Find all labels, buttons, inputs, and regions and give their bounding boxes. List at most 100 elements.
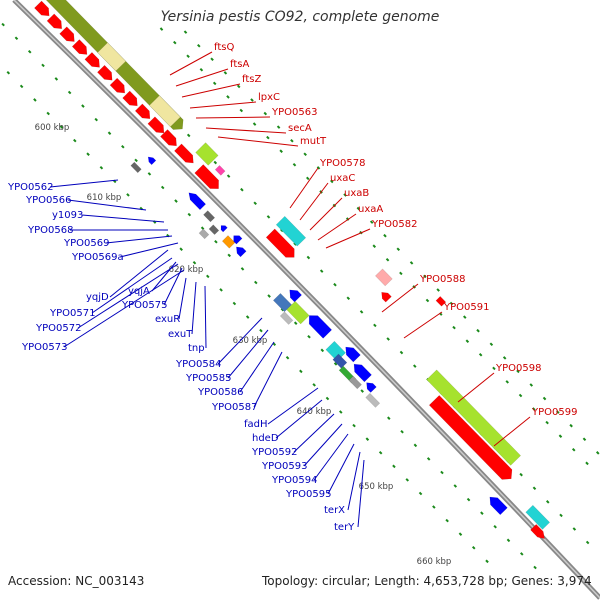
gene-label: YPO0584 [175,359,221,370]
gene-feature [97,64,113,81]
tick-mark [426,457,431,461]
gene-label: YPO0586 [197,387,243,398]
gene-label: lpxC [258,92,280,103]
tick-mark [199,68,204,72]
tick-mark [27,50,32,54]
gene-feature [34,0,50,17]
tick-mark [212,81,217,86]
gene-label: YPO0599 [531,407,577,418]
gene-label: uxaB [344,188,369,199]
tick-mark [392,464,396,469]
kbp-label: 600 kbp [35,123,70,133]
tick-mark [359,310,364,314]
leader-line [403,311,443,339]
tick-mark [556,410,560,414]
gene-label: YPO0578 [319,158,365,169]
gene-feature [160,129,177,147]
leader-line [293,413,335,453]
tick-mark [236,84,241,89]
leader-line [289,167,319,209]
leader-line [204,285,207,349]
tick-mark [179,247,183,251]
gene-feature [84,52,100,68]
tick-mark [386,337,390,341]
tick-mark [440,470,444,475]
gene-label: YPO0569 [63,238,109,249]
tick-mark [346,296,351,301]
gene-label: ftsA [230,59,249,70]
tick-mark [425,298,430,303]
tick-mark [19,84,24,89]
tick-mark [232,301,237,306]
tick-mark [254,280,258,285]
kbp-label: 610 kbp [87,193,122,203]
gene-feature [188,192,207,211]
tick-mark [319,269,324,273]
tick-mark [466,497,471,502]
gene-label: YPO0588 [419,274,465,285]
tick-mark [418,491,423,496]
gene-feature [174,143,194,164]
tick-mark [99,166,104,170]
tick-mark [292,163,297,167]
tick-mark [330,179,334,184]
gene-feature [59,26,75,42]
gene-label: yqjD [86,292,109,303]
gene-label: YPO0563 [271,107,317,118]
gene-feature [122,90,138,107]
tick-mark [352,423,356,428]
leader-line [217,317,263,365]
tick-mark [46,111,50,116]
gene-feature [208,224,220,236]
tick-mark [480,511,484,515]
tick-mark [372,244,377,248]
tick-mark [320,348,325,353]
map-title: Yersinia pestis CO92, complete genome [160,9,440,25]
tick-mark [449,301,454,306]
tick-mark [432,505,436,509]
tick-mark [160,185,165,190]
gene-feature [221,235,236,249]
tick-mark [307,334,311,339]
tick-mark [223,71,228,75]
gene-label: ftsQ [214,42,234,53]
tick-mark [520,552,524,556]
gene-feature [198,228,210,240]
tick-mark [290,138,294,143]
tick-mark [506,538,511,543]
gene-label: exuR [155,314,180,325]
tick-mark [413,443,418,448]
leader-line [299,182,329,221]
tick-mark [210,57,214,62]
kbp-label: 650 kbp [359,482,394,492]
tick-mark [396,247,401,252]
leader-line [91,257,173,314]
gene-label: ftsZ [242,74,261,85]
tick-mark [240,187,244,192]
gene-feature [366,382,377,393]
tick-mark [159,27,164,31]
tick-mark [445,518,449,523]
tick-mark [559,513,563,518]
leader-line [81,214,165,223]
gene-label: YPO0582 [371,219,417,230]
tick-mark [107,131,112,135]
tick-mark [333,362,338,366]
gene-feature [308,315,333,339]
tick-mark [463,315,467,319]
tick-mark [453,484,458,488]
gene-label: YPO0575 [121,300,167,311]
leader-line [493,416,531,447]
tick-mark [173,40,177,45]
leader-line [217,136,299,147]
gene-label: y1093 [52,210,83,221]
gene-label: YPO0593 [261,461,307,472]
leader-line [178,277,187,320]
gene-label: fadH [244,419,268,430]
tick-mark [227,253,231,258]
tick-mark [532,486,537,491]
tick-mark [174,199,178,203]
leader-line [105,235,173,244]
tick-mark [471,545,476,550]
leader-line [77,263,179,329]
